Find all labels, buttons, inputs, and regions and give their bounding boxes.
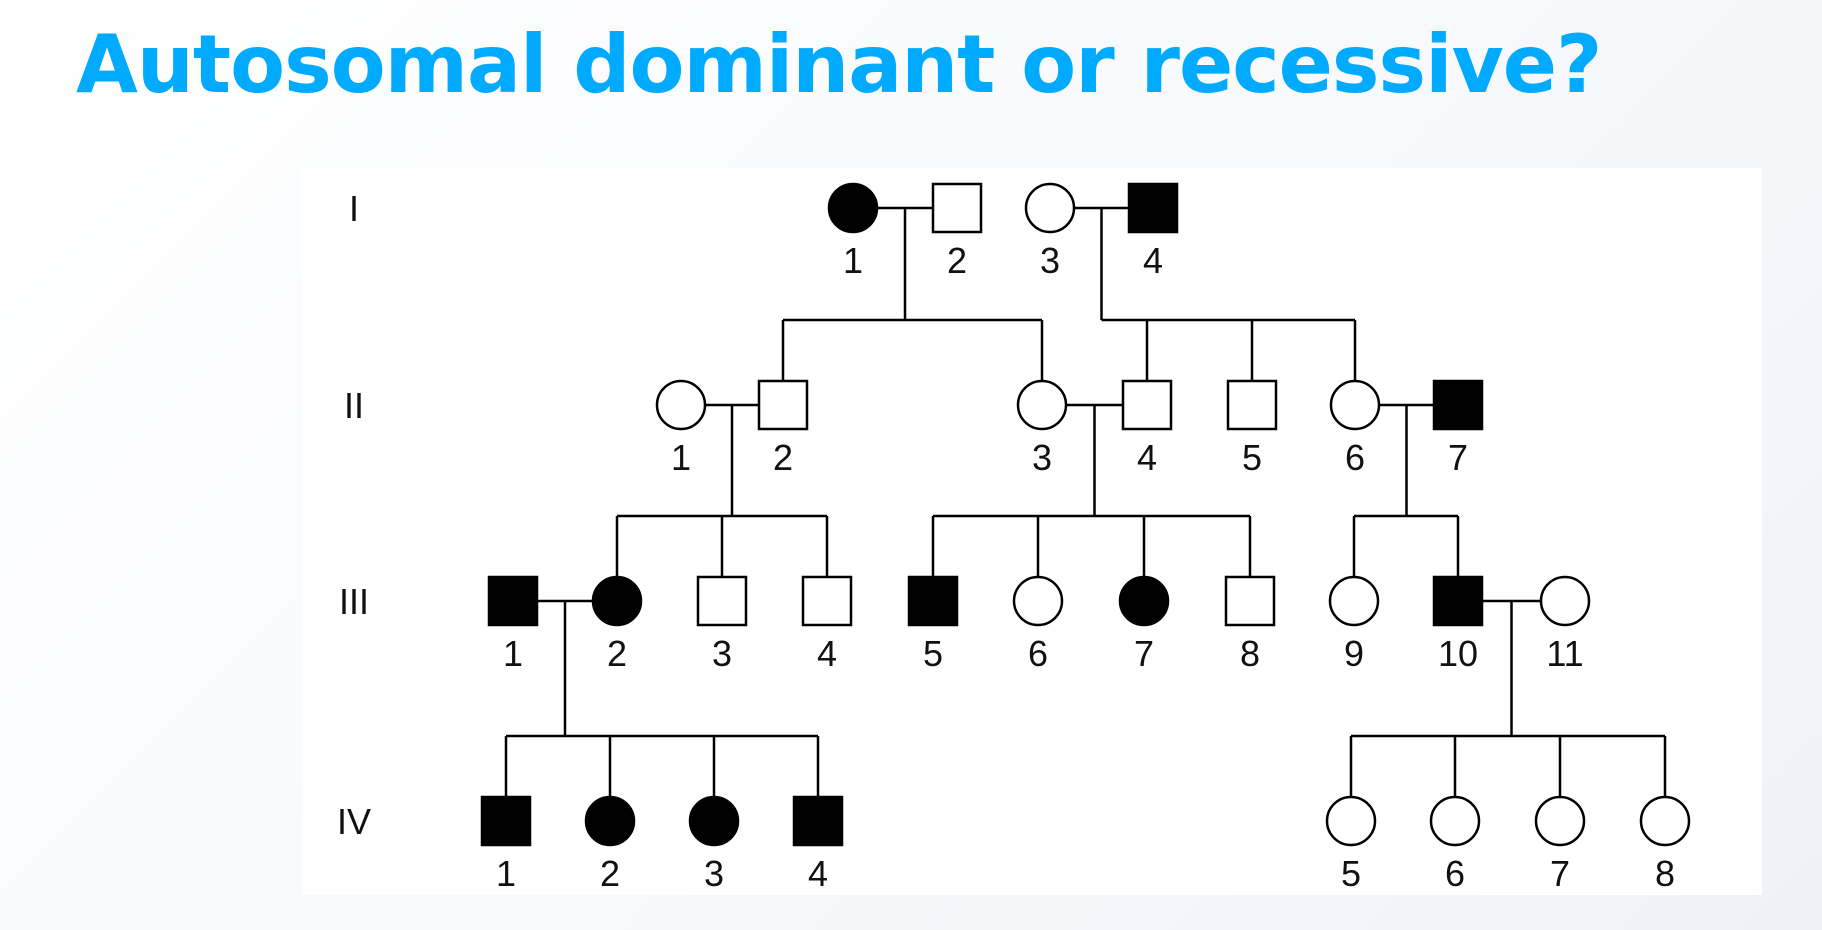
individual-number-iii-10: 10 xyxy=(1438,633,1478,674)
generation-label-iv: IV xyxy=(337,801,371,842)
generation-label-iii: III xyxy=(339,581,369,622)
unaffected-female-iii-11 xyxy=(1539,575,1591,627)
unaffected-male-iii-4 xyxy=(801,575,853,627)
generation-label-ii: II xyxy=(344,385,364,426)
individual-number-iii-3: 3 xyxy=(712,633,732,674)
unaffected-male-iii-3 xyxy=(696,575,748,627)
affected-female-iv-2 xyxy=(584,795,636,847)
unaffected-male-ii-2 xyxy=(757,379,809,431)
unaffected-male-ii-5 xyxy=(1226,379,1278,431)
affected-female-iii-2 xyxy=(591,575,643,627)
individual-number-ii-3: 3 xyxy=(1032,437,1052,478)
generation-label-i: I xyxy=(349,188,359,229)
individual-number-iv-5: 5 xyxy=(1341,853,1361,894)
affected-male-iii-1 xyxy=(487,575,539,627)
affected-male-iv-4 xyxy=(792,795,844,847)
individual-number-i-1: 1 xyxy=(843,240,863,281)
unaffected-female-ii-6 xyxy=(1329,379,1381,431)
individual-number-ii-4: 4 xyxy=(1137,437,1157,478)
affected-male-iii-10 xyxy=(1432,575,1484,627)
unaffected-female-ii-1 xyxy=(655,379,707,431)
affected-female-i-1 xyxy=(827,182,879,234)
unaffected-female-iii-9 xyxy=(1328,575,1380,627)
individual-number-iii-1: 1 xyxy=(503,633,523,674)
affected-male-i-4 xyxy=(1127,182,1179,234)
unaffected-male-ii-4 xyxy=(1121,379,1173,431)
individual-number-iii-2: 2 xyxy=(607,633,627,674)
individual-number-i-3: 3 xyxy=(1040,240,1060,281)
individual-number-iv-7: 7 xyxy=(1550,853,1570,894)
individual-number-i-4: 4 xyxy=(1143,240,1163,281)
individual-number-ii-7: 7 xyxy=(1448,437,1468,478)
unaffected-male-i-2 xyxy=(931,182,983,234)
affected-male-iv-1 xyxy=(480,795,532,847)
unaffected-female-iv-5 xyxy=(1325,795,1377,847)
affected-male-ii-7 xyxy=(1432,379,1484,431)
unaffected-male-iii-8 xyxy=(1224,575,1276,627)
unaffected-female-iv-8 xyxy=(1639,795,1691,847)
individual-number-ii-5: 5 xyxy=(1242,437,1262,478)
unaffected-female-iv-6 xyxy=(1429,795,1481,847)
slide-title: Autosomal dominant or recessive? xyxy=(76,18,1602,111)
individual-number-iv-8: 8 xyxy=(1655,853,1675,894)
individual-number-iv-4: 4 xyxy=(808,853,828,894)
individual-number-ii-2: 2 xyxy=(773,437,793,478)
individual-number-iv-2: 2 xyxy=(600,853,620,894)
individual-number-iii-7: 7 xyxy=(1134,633,1154,674)
individual-number-iii-11: 11 xyxy=(1546,633,1583,674)
affected-female-iii-7 xyxy=(1118,575,1170,627)
affected-female-iv-3 xyxy=(688,795,740,847)
individual-number-iii-8: 8 xyxy=(1240,633,1260,674)
unaffected-female-iii-6 xyxy=(1012,575,1064,627)
individual-number-i-2: 2 xyxy=(947,240,967,281)
individual-number-iv-3: 3 xyxy=(704,853,724,894)
individual-number-iv-6: 6 xyxy=(1445,853,1465,894)
individual-number-iii-5: 5 xyxy=(923,633,943,674)
individual-number-iii-9: 9 xyxy=(1344,633,1364,674)
unaffected-female-ii-3 xyxy=(1016,379,1068,431)
individual-number-iv-1: 1 xyxy=(496,853,516,894)
individual-number-ii-1: 1 xyxy=(671,437,691,478)
individual-number-iii-6: 6 xyxy=(1028,633,1048,674)
affected-male-iii-5 xyxy=(907,575,959,627)
individual-number-iii-4: 4 xyxy=(817,633,837,674)
unaffected-female-iv-7 xyxy=(1534,795,1586,847)
unaffected-female-i-3 xyxy=(1024,182,1076,234)
individual-number-ii-6: 6 xyxy=(1345,437,1365,478)
